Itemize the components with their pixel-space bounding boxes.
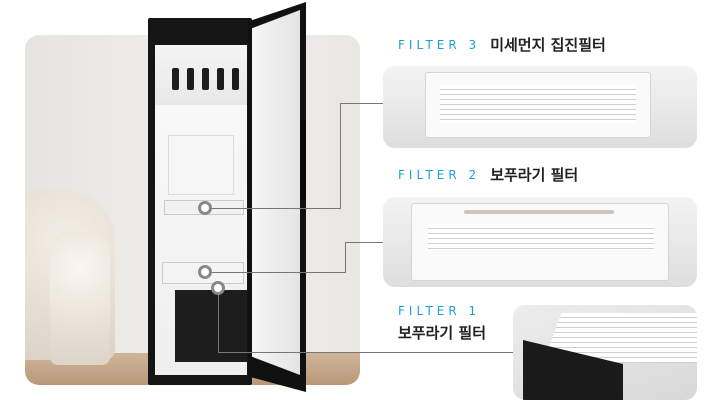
- door-handle: [300, 120, 306, 200]
- sofa-arm: [50, 225, 110, 365]
- filter-name: 미세먼지 집진필터: [490, 36, 606, 54]
- bottom-compartment: [175, 290, 247, 362]
- callout-line: [345, 242, 346, 273]
- filter-2-photo: [383, 197, 697, 287]
- hanger-icon: [217, 68, 224, 90]
- callout-line: [340, 103, 384, 104]
- door-interior: [252, 10, 300, 375]
- filter-3-grille: [425, 72, 651, 138]
- callout-line: [345, 242, 384, 243]
- grille-slats: [440, 85, 636, 123]
- filter-2-label: FILTER 2 보푸라기 필터: [398, 164, 578, 185]
- filter-code: FILTER 2: [398, 167, 481, 182]
- filter-1-marker: [211, 281, 225, 295]
- hanger-icon: [172, 68, 179, 90]
- filter-3-photo: [383, 66, 697, 148]
- hanger-icon: [187, 68, 194, 90]
- callout-line: [218, 352, 515, 353]
- callout-line: [218, 288, 219, 352]
- filter-3-label: FILTER 3 미세먼지 집진필터: [398, 34, 606, 55]
- filter-3-marker: [198, 201, 212, 215]
- back-panel: [168, 135, 234, 195]
- filter-code: FILTER 3: [398, 37, 481, 52]
- filter-handle: [464, 210, 614, 214]
- filter-name: 보푸라기 필터: [490, 166, 579, 184]
- callout-line: [210, 272, 346, 273]
- filter-2-marker: [198, 265, 212, 279]
- callout-line: [210, 208, 341, 209]
- filter-name: 보푸라기 필터: [398, 324, 487, 342]
- filter-1-photo: [513, 305, 697, 400]
- hanger-icon: [202, 68, 209, 90]
- filter-code: FILTER 1: [398, 304, 481, 318]
- hanger-icon: [232, 68, 239, 90]
- grille-slats: [428, 224, 654, 250]
- filter-1-label: FILTER 1 보푸라기 필터: [398, 304, 486, 343]
- filter-2-grille: [411, 203, 669, 281]
- cabinet-top-interior: [155, 45, 247, 105]
- callout-line: [340, 103, 341, 208]
